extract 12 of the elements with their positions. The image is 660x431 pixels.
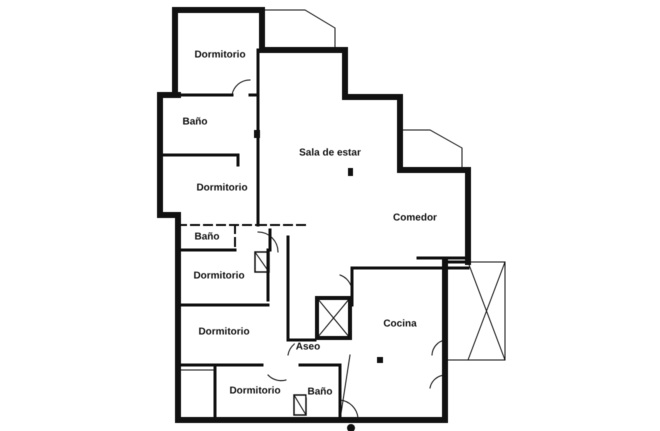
room-label: Dormitorio	[192, 270, 246, 282]
room-label: Comedor	[392, 212, 438, 224]
room-label: Sala de estar	[298, 148, 362, 158]
room-label: Dormitorio	[197, 326, 251, 338]
room-label: Baño	[194, 232, 220, 242]
room-label: Dormitorio	[195, 182, 249, 194]
room-label: Baño	[306, 386, 334, 398]
room-label: Dormitorio	[193, 50, 247, 60]
room-label: Aseo	[294, 342, 322, 352]
room-label: Cocina	[382, 318, 418, 330]
room-label: Baño	[182, 116, 208, 128]
room-label: Dormitorio	[228, 386, 282, 396]
